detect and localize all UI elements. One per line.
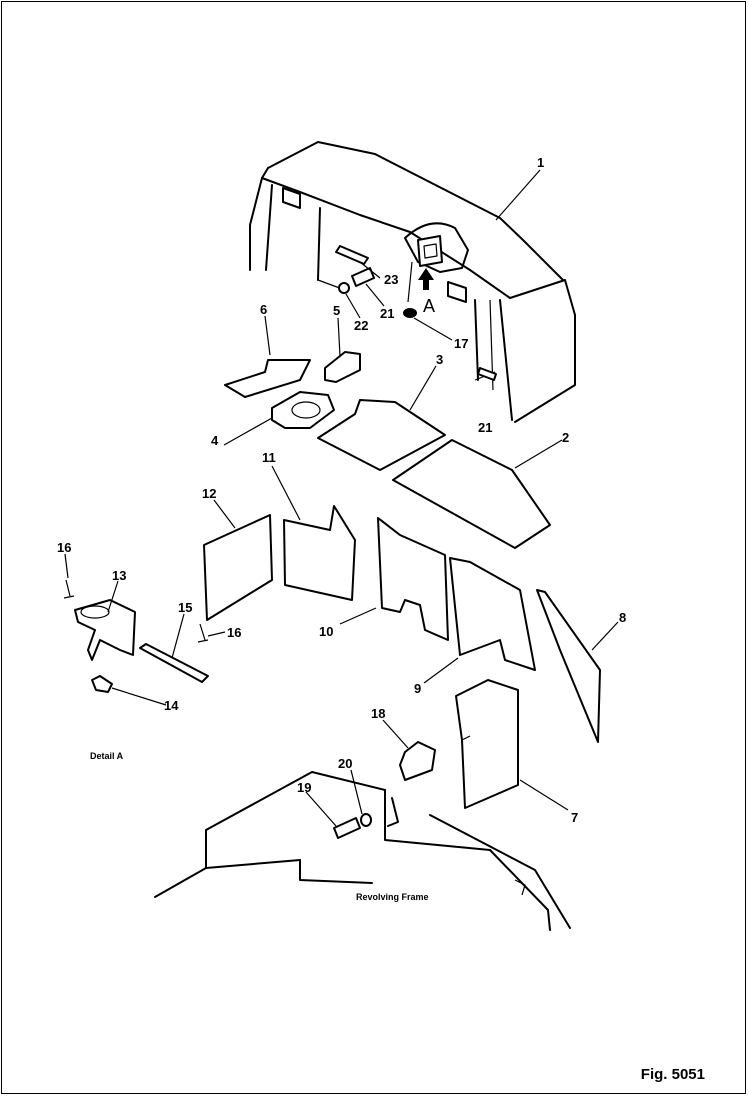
hood-cover-part-1 <box>249 141 576 423</box>
seat-block-hole <box>291 401 321 419</box>
callout-18: 18 <box>371 706 385 721</box>
callout-4: 4 <box>211 433 219 448</box>
callout-17: 17 <box>454 336 468 351</box>
callout-23: 23 <box>384 272 398 287</box>
cotter-pin-part-16b <box>197 623 209 643</box>
insulation-panel-part-8 <box>536 589 601 743</box>
callout-5: 5 <box>333 303 340 318</box>
callout-3: 3 <box>436 352 443 367</box>
callout-labels: 1 2 3 4 5 6 7 8 9 10 11 12 13 14 15 16 1… <box>57 155 626 902</box>
detail-a-caption: Detail A <box>90 751 124 761</box>
bracket-part-18 <box>399 741 436 781</box>
bolt-part-19 <box>333 817 361 839</box>
callout-19: 19 <box>297 780 311 795</box>
callout-8: 8 <box>619 610 626 625</box>
callout-15: 15 <box>178 600 192 615</box>
pin-part-15 <box>139 643 209 683</box>
callout-11: 11 <box>262 450 276 465</box>
callout-10: 10 <box>319 624 333 639</box>
spring-part-14 <box>91 675 113 693</box>
detail-a-latch-parts <box>63 579 209 693</box>
leader-lines <box>64 169 619 827</box>
cover-panel-part-7 <box>455 679 519 809</box>
callout-13: 13 <box>112 568 126 583</box>
view-marker-a: A <box>423 296 435 316</box>
callout-12: 12 <box>202 486 216 501</box>
block-part-5 <box>324 351 361 383</box>
callout-21-lower: 21 <box>478 420 492 435</box>
side-panel-part-12 <box>203 514 273 621</box>
fasteners-21-22-23 <box>338 267 417 318</box>
figure-number: Fig. 5051 <box>640 1066 705 1083</box>
cotter-pin-part-16a <box>63 579 75 599</box>
callout-7: 7 <box>571 810 578 825</box>
plate-part-6 <box>224 359 311 398</box>
callout-9: 9 <box>414 681 421 696</box>
seat-block-part-4 <box>271 391 335 429</box>
callout-20: 20 <box>338 756 352 771</box>
callout-2: 2 <box>562 430 569 445</box>
callout-16-left: 16 <box>57 540 71 555</box>
washer-part-20 <box>360 813 372 827</box>
panel-7-edge <box>461 735 471 741</box>
insulation-panel-part-9 <box>449 557 536 671</box>
side-panel-part-11 <box>283 505 356 601</box>
callout-16-right: 16 <box>227 625 241 640</box>
callout-22: 22 <box>354 318 368 333</box>
floor-plate-part-2 <box>392 439 551 549</box>
floor-plate-part-3 <box>317 399 446 471</box>
revolving-frame <box>154 771 571 931</box>
revolving-frame-caption: Revolving Frame <box>356 892 429 902</box>
latch-part-13 <box>74 599 136 661</box>
callout-1: 1 <box>537 155 544 170</box>
callout-21-upper: 21 <box>380 306 394 321</box>
callout-6: 6 <box>260 302 267 317</box>
callout-14: 14 <box>164 698 179 713</box>
insulation-panel-part-10 <box>377 517 449 641</box>
